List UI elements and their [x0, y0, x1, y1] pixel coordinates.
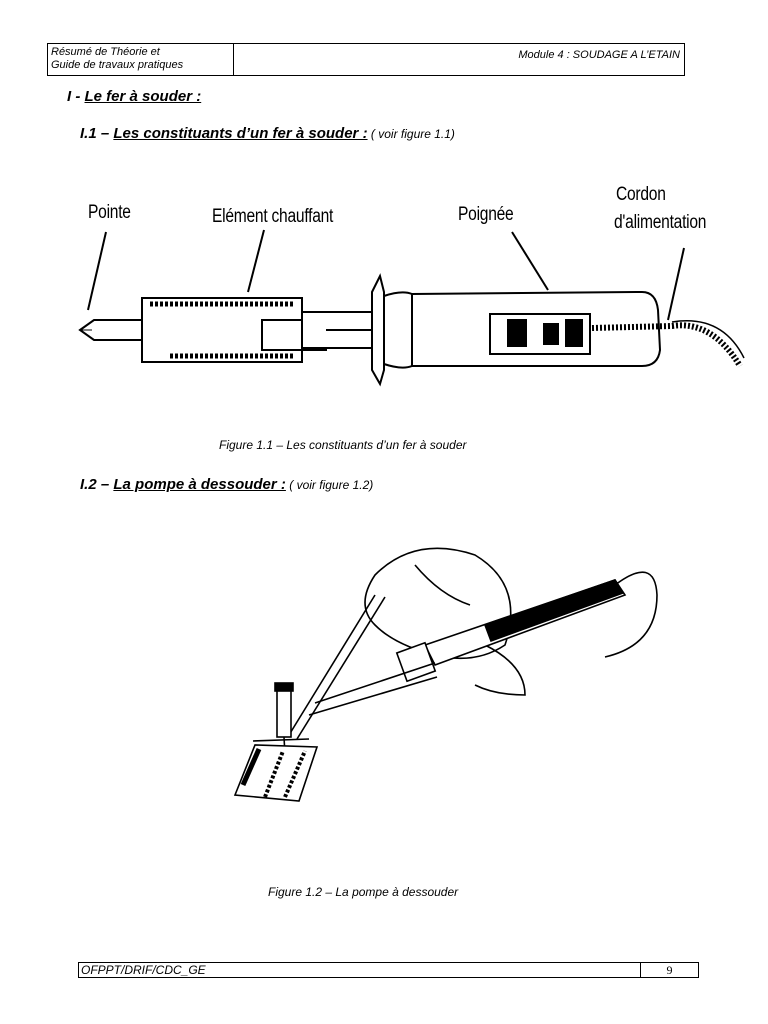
figure-1-1-caption: Figure 1.1 – Les constituants d’un fer à… [219, 438, 467, 452]
label-pointe: Pointe [88, 202, 131, 223]
footer-reference: OFPPT/DRIF/CDC_GE [81, 963, 206, 977]
section-number: I - [67, 88, 85, 105]
figure-title: La pompe à dessouder [332, 885, 459, 899]
subsection-title: Les constituants d’un fer à souder : [113, 125, 368, 142]
label-cordon: Cordon [616, 184, 666, 205]
subsection-title: La pompe à dessouder : [113, 476, 286, 493]
page-number: 9 [640, 963, 698, 977]
section-heading-1: I - Le fer à souder : [67, 88, 201, 105]
header-doc-title-line1: Résumé de Théorie et [51, 46, 160, 58]
subsection-number: I.2 – [80, 476, 114, 493]
section-heading-1-1: I.1 – Les constituants d’un fer à souder… [80, 125, 455, 142]
section-title: Le fer à souder : [84, 88, 202, 105]
page-footer: OFPPT/DRIF/CDC_GE 9 [78, 962, 699, 978]
header-module-title: Module 4 : SOUDAGE A L’ETAIN [518, 49, 680, 61]
label-poignee: Poignée [458, 204, 514, 225]
desoldering-pump-illustration [233, 547, 658, 802]
subsection-number: I.1 – [80, 125, 114, 142]
label-element-chauffant: Elément chauffant [212, 206, 334, 227]
header-doc-title-line2: Guide de travaux pratiques [51, 59, 184, 71]
figure-reference: ( voir figure 1.1) [367, 127, 455, 141]
figure-reference: ( voir figure 1.2) [285, 478, 374, 492]
figure-1-2-caption: Figure 1.2 – La pompe à dessouder [268, 885, 458, 899]
soldering-iron-illustration [78, 229, 745, 387]
label-alimentation: d'alimentation [614, 212, 707, 233]
section-heading-1-2: I.2 – La pompe à dessouder : ( voir figu… [80, 476, 373, 493]
figure-number: Figure 1.2 – [268, 885, 333, 899]
page-header: Résumé de Théorie et Guide de travaux pr… [47, 43, 685, 76]
header-left-cell: Résumé de Théorie et Guide de travaux pr… [48, 44, 234, 75]
